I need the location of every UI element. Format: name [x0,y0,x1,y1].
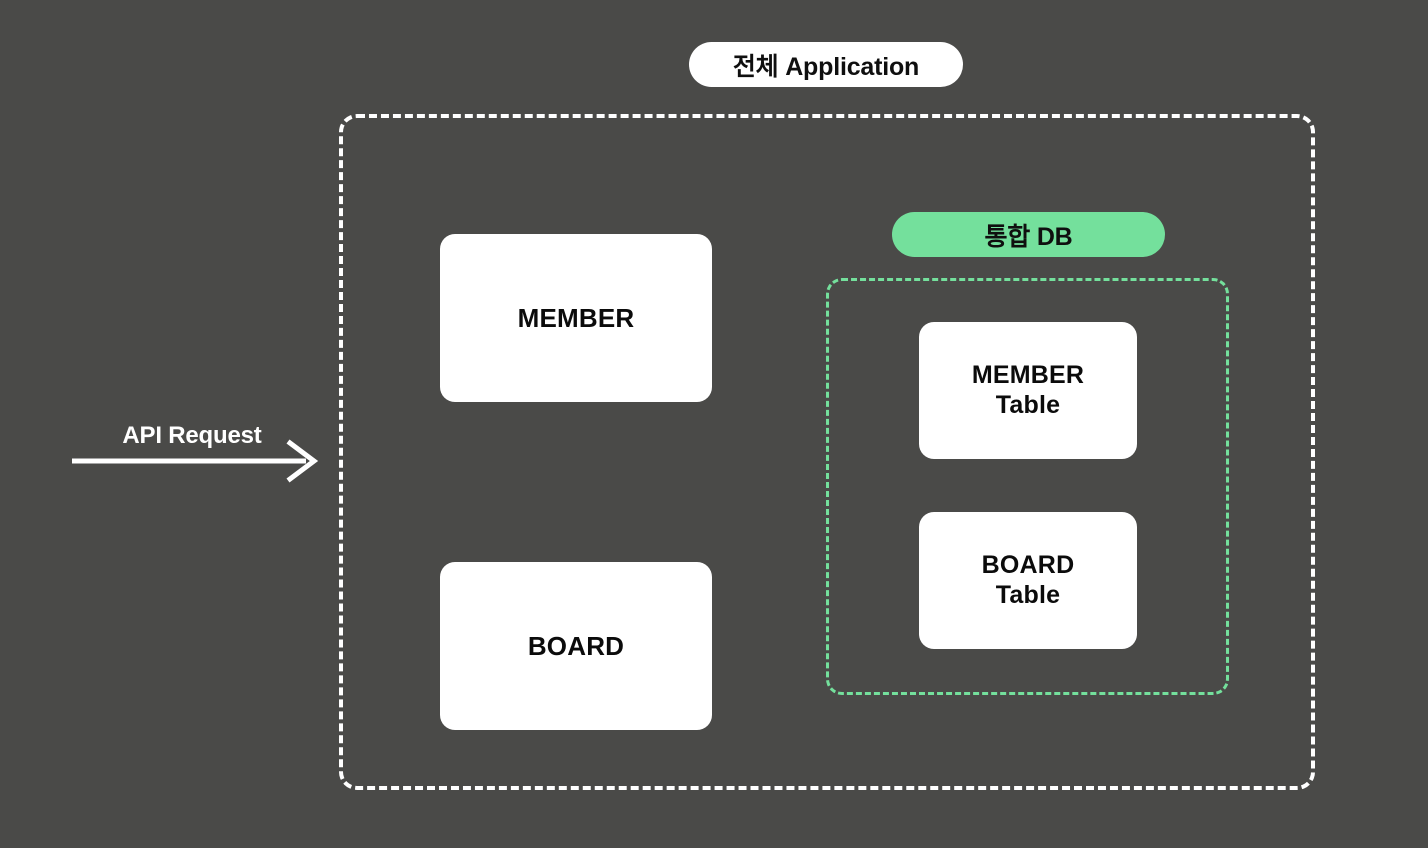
member-table-label-line2: Table [995,390,1061,419]
member-service-label: MEMBER [517,302,635,333]
application-title-label: 전체 Application [732,52,920,81]
board-table-label-line1: BOARD [981,551,1075,580]
api-request-label: API Request [122,422,262,449]
board-service-label: BOARD [527,630,625,661]
application-title-pill: 전체 Application [689,42,963,87]
application-boundary [339,114,1315,790]
board-service-box: BOARD [440,562,712,730]
database-title-pill: 통합 DB [892,212,1165,257]
member-table-label-line1: MEMBER [971,361,1085,390]
database-title-label: 통합 DB [984,222,1073,251]
database-boundary [826,278,1229,695]
arrow-right-icon [72,439,319,483]
board-table-label-line2: Table [995,580,1061,609]
board-table-box: BOARD Table [919,512,1137,649]
member-table-box: MEMBER Table [919,322,1137,459]
member-service-box: MEMBER [440,234,712,402]
